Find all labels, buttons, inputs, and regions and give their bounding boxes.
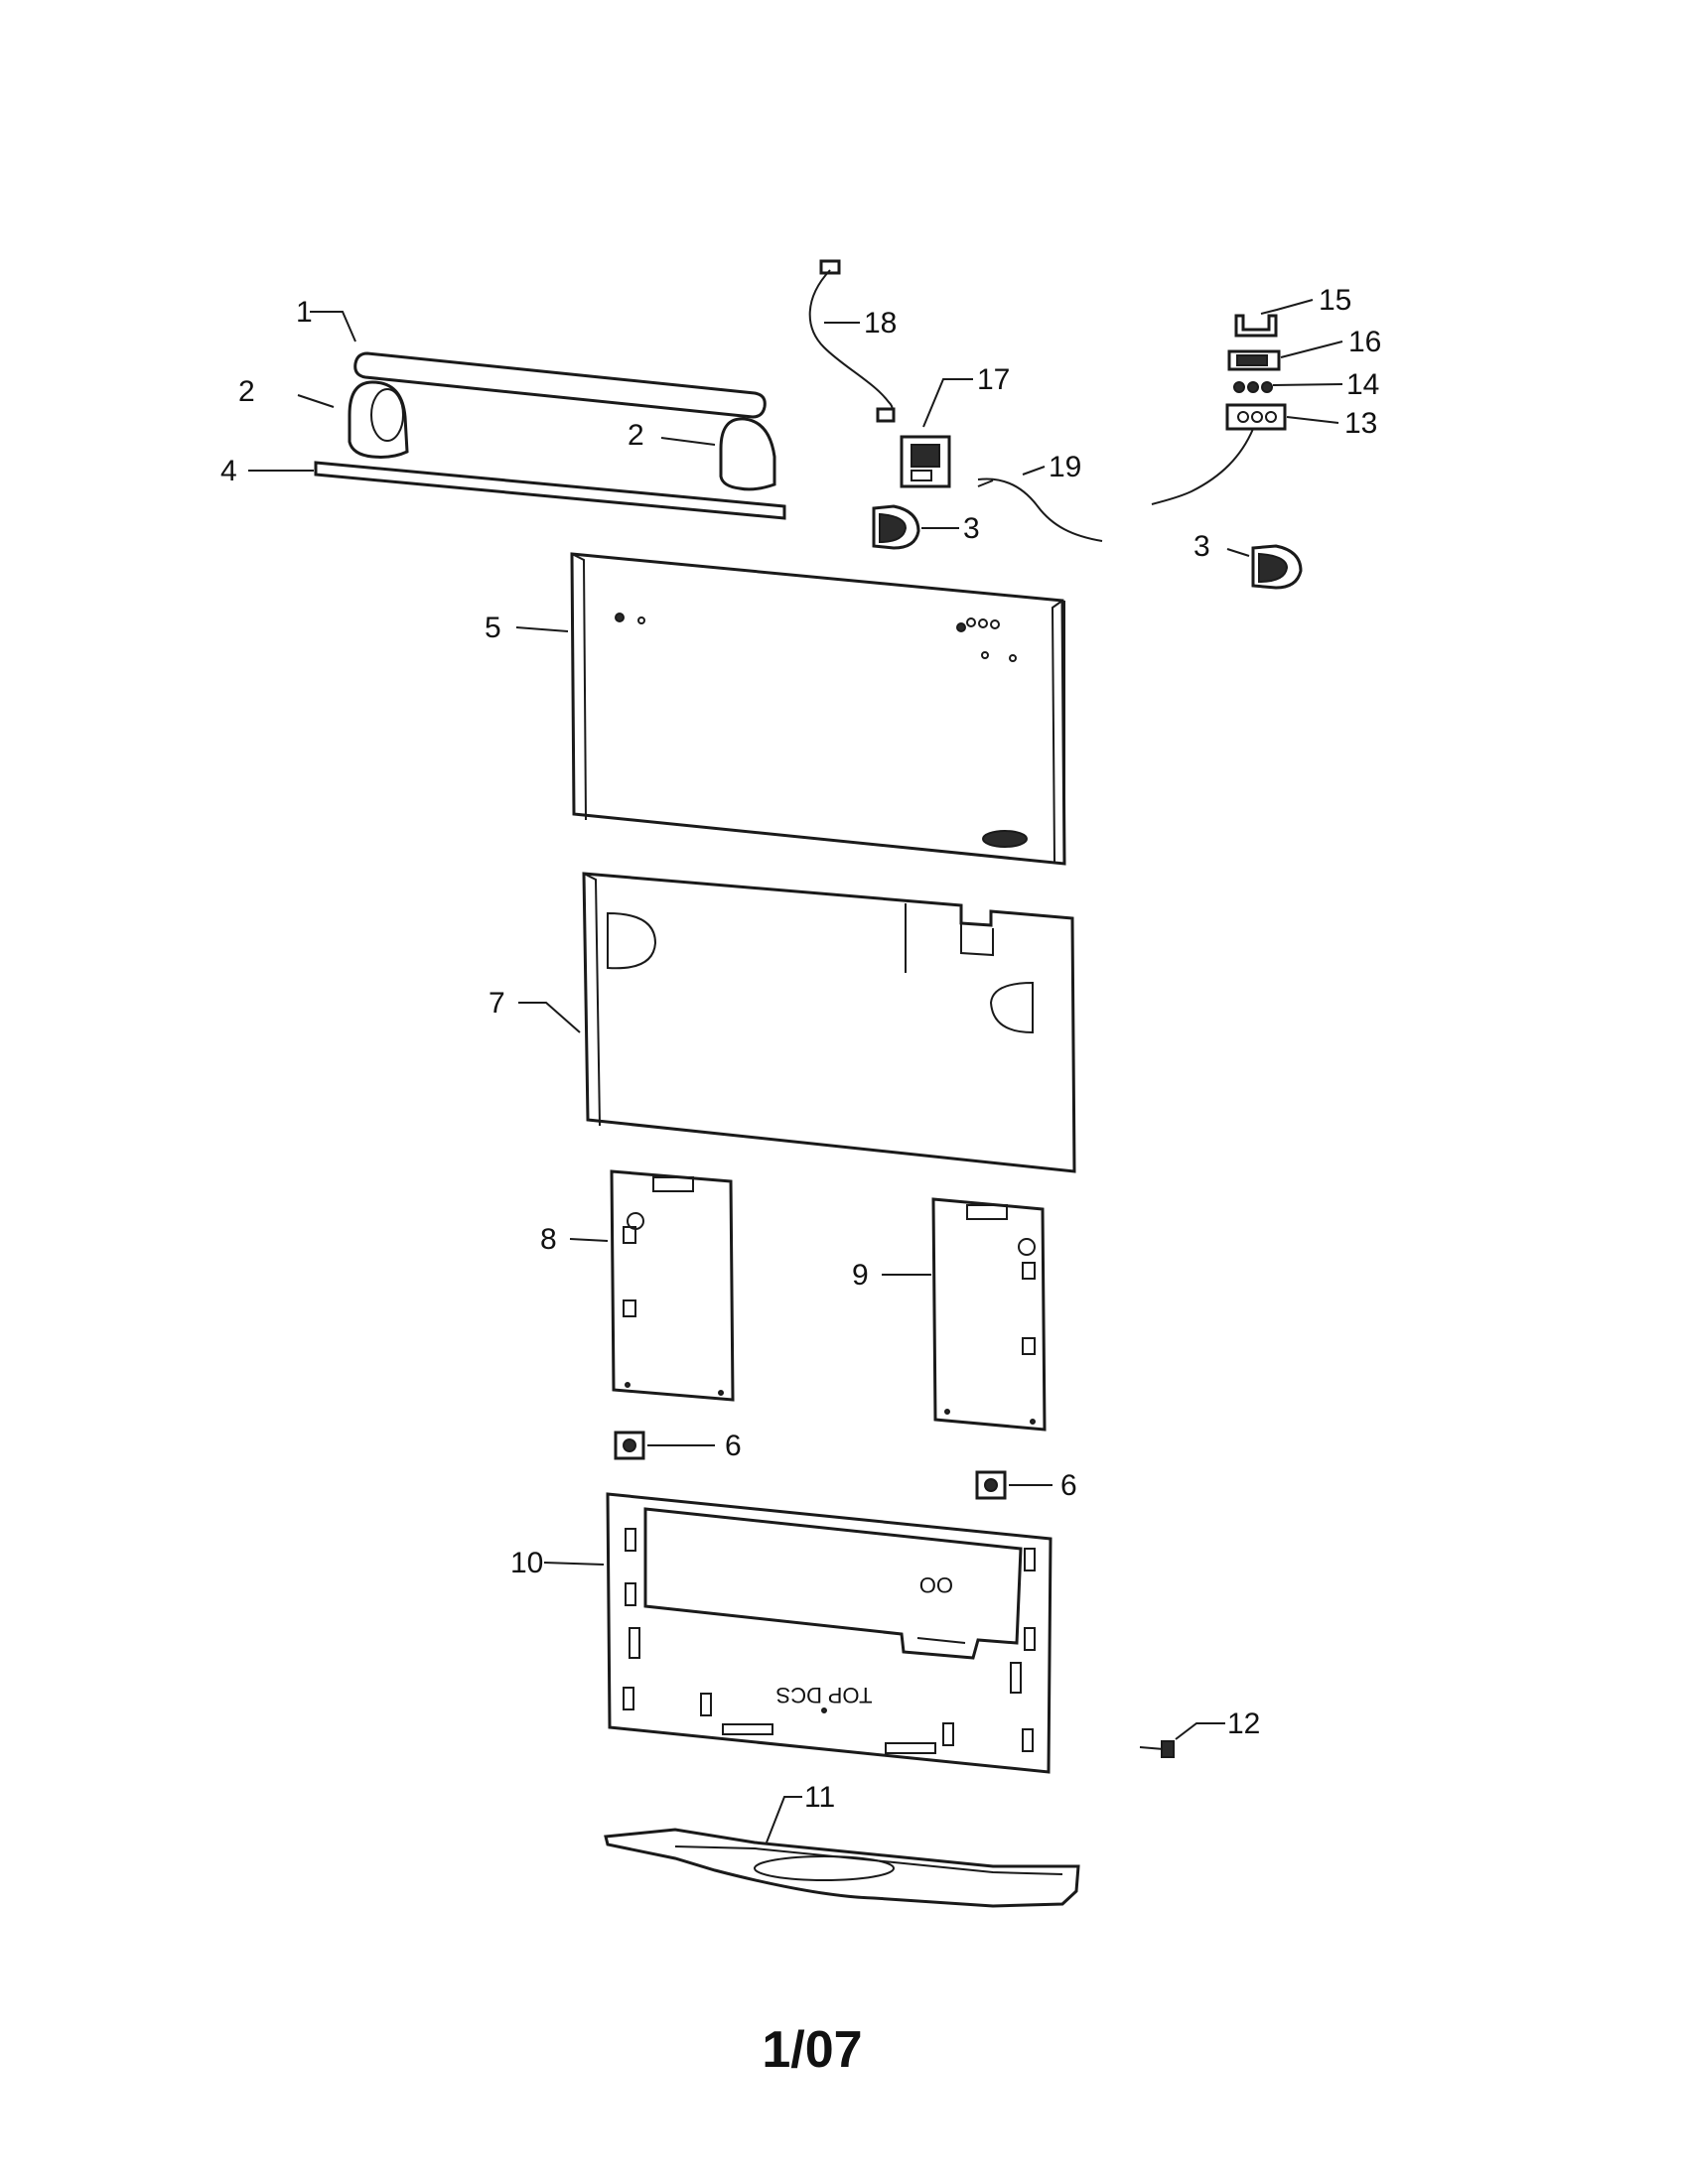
part-6-foot-left — [614, 1431, 645, 1460]
callout-6-right: 6 — [1060, 1469, 1077, 1502]
part-6-foot-right — [975, 1470, 1007, 1500]
callout-19: 19 — [1049, 451, 1081, 483]
part-15-bracket — [1234, 314, 1278, 338]
callout-18: 18 — [864, 307, 897, 340]
part-11-stand-base — [604, 1828, 1080, 1908]
callout-6-left: 6 — [725, 1430, 742, 1462]
part-2-right-cap — [719, 417, 776, 491]
part-12-screw — [1139, 1740, 1175, 1758]
callout-1: 1 — [296, 296, 313, 329]
callout-labels: 1 2 2 3 3 4 5 6 6 7 8 9 10 11 12 13 14 1… — [220, 284, 1381, 1814]
part-1-top-bar — [353, 351, 767, 419]
callout-2-right: 2 — [628, 419, 644, 452]
part-3-cap-right — [1251, 544, 1303, 590]
page-number: 1/07 — [762, 2021, 862, 2079]
part-18-cable — [808, 259, 896, 423]
svg-text:OO: OO — [919, 1572, 953, 1597]
callout-3-left: 3 — [963, 512, 980, 545]
part-17-module — [900, 435, 951, 488]
board-stamp-text: TOP DCS — [776, 1683, 873, 1707]
callout-9: 9 — [852, 1259, 869, 1292]
callout-10: 10 — [510, 1547, 543, 1579]
callout-14: 14 — [1346, 368, 1379, 401]
callout-2-left: 2 — [238, 375, 255, 408]
part-19-ribbon-cable — [977, 478, 1103, 542]
part-14-screws — [1233, 381, 1273, 393]
part-10-chassis: OO TOP DCS — [606, 1492, 1052, 1774]
callout-17: 17 — [977, 363, 1010, 396]
callout-12: 12 — [1227, 1707, 1260, 1740]
callout-11: 11 — [804, 1781, 835, 1814]
callout-13: 13 — [1344, 407, 1377, 440]
callout-4: 4 — [220, 455, 237, 487]
part-13-terminal-block — [1151, 403, 1287, 505]
part-5-front-panel — [570, 552, 1066, 866]
part-9-board-right — [931, 1197, 1047, 1432]
callout-16: 16 — [1348, 326, 1381, 358]
leader-lines — [248, 299, 1343, 1843]
part-8-board-left — [610, 1169, 735, 1402]
part-4-strip — [314, 461, 786, 520]
callout-8: 8 — [540, 1223, 557, 1256]
part-16-clip — [1227, 349, 1281, 371]
part-2-left-cap — [348, 380, 409, 459]
callout-7: 7 — [489, 987, 505, 1020]
callout-15: 15 — [1319, 284, 1351, 317]
part-3-cap-left — [872, 504, 920, 550]
callout-5: 5 — [485, 612, 501, 644]
callout-3-right: 3 — [1193, 530, 1210, 563]
part-7-insert-panel — [582, 872, 1076, 1173]
